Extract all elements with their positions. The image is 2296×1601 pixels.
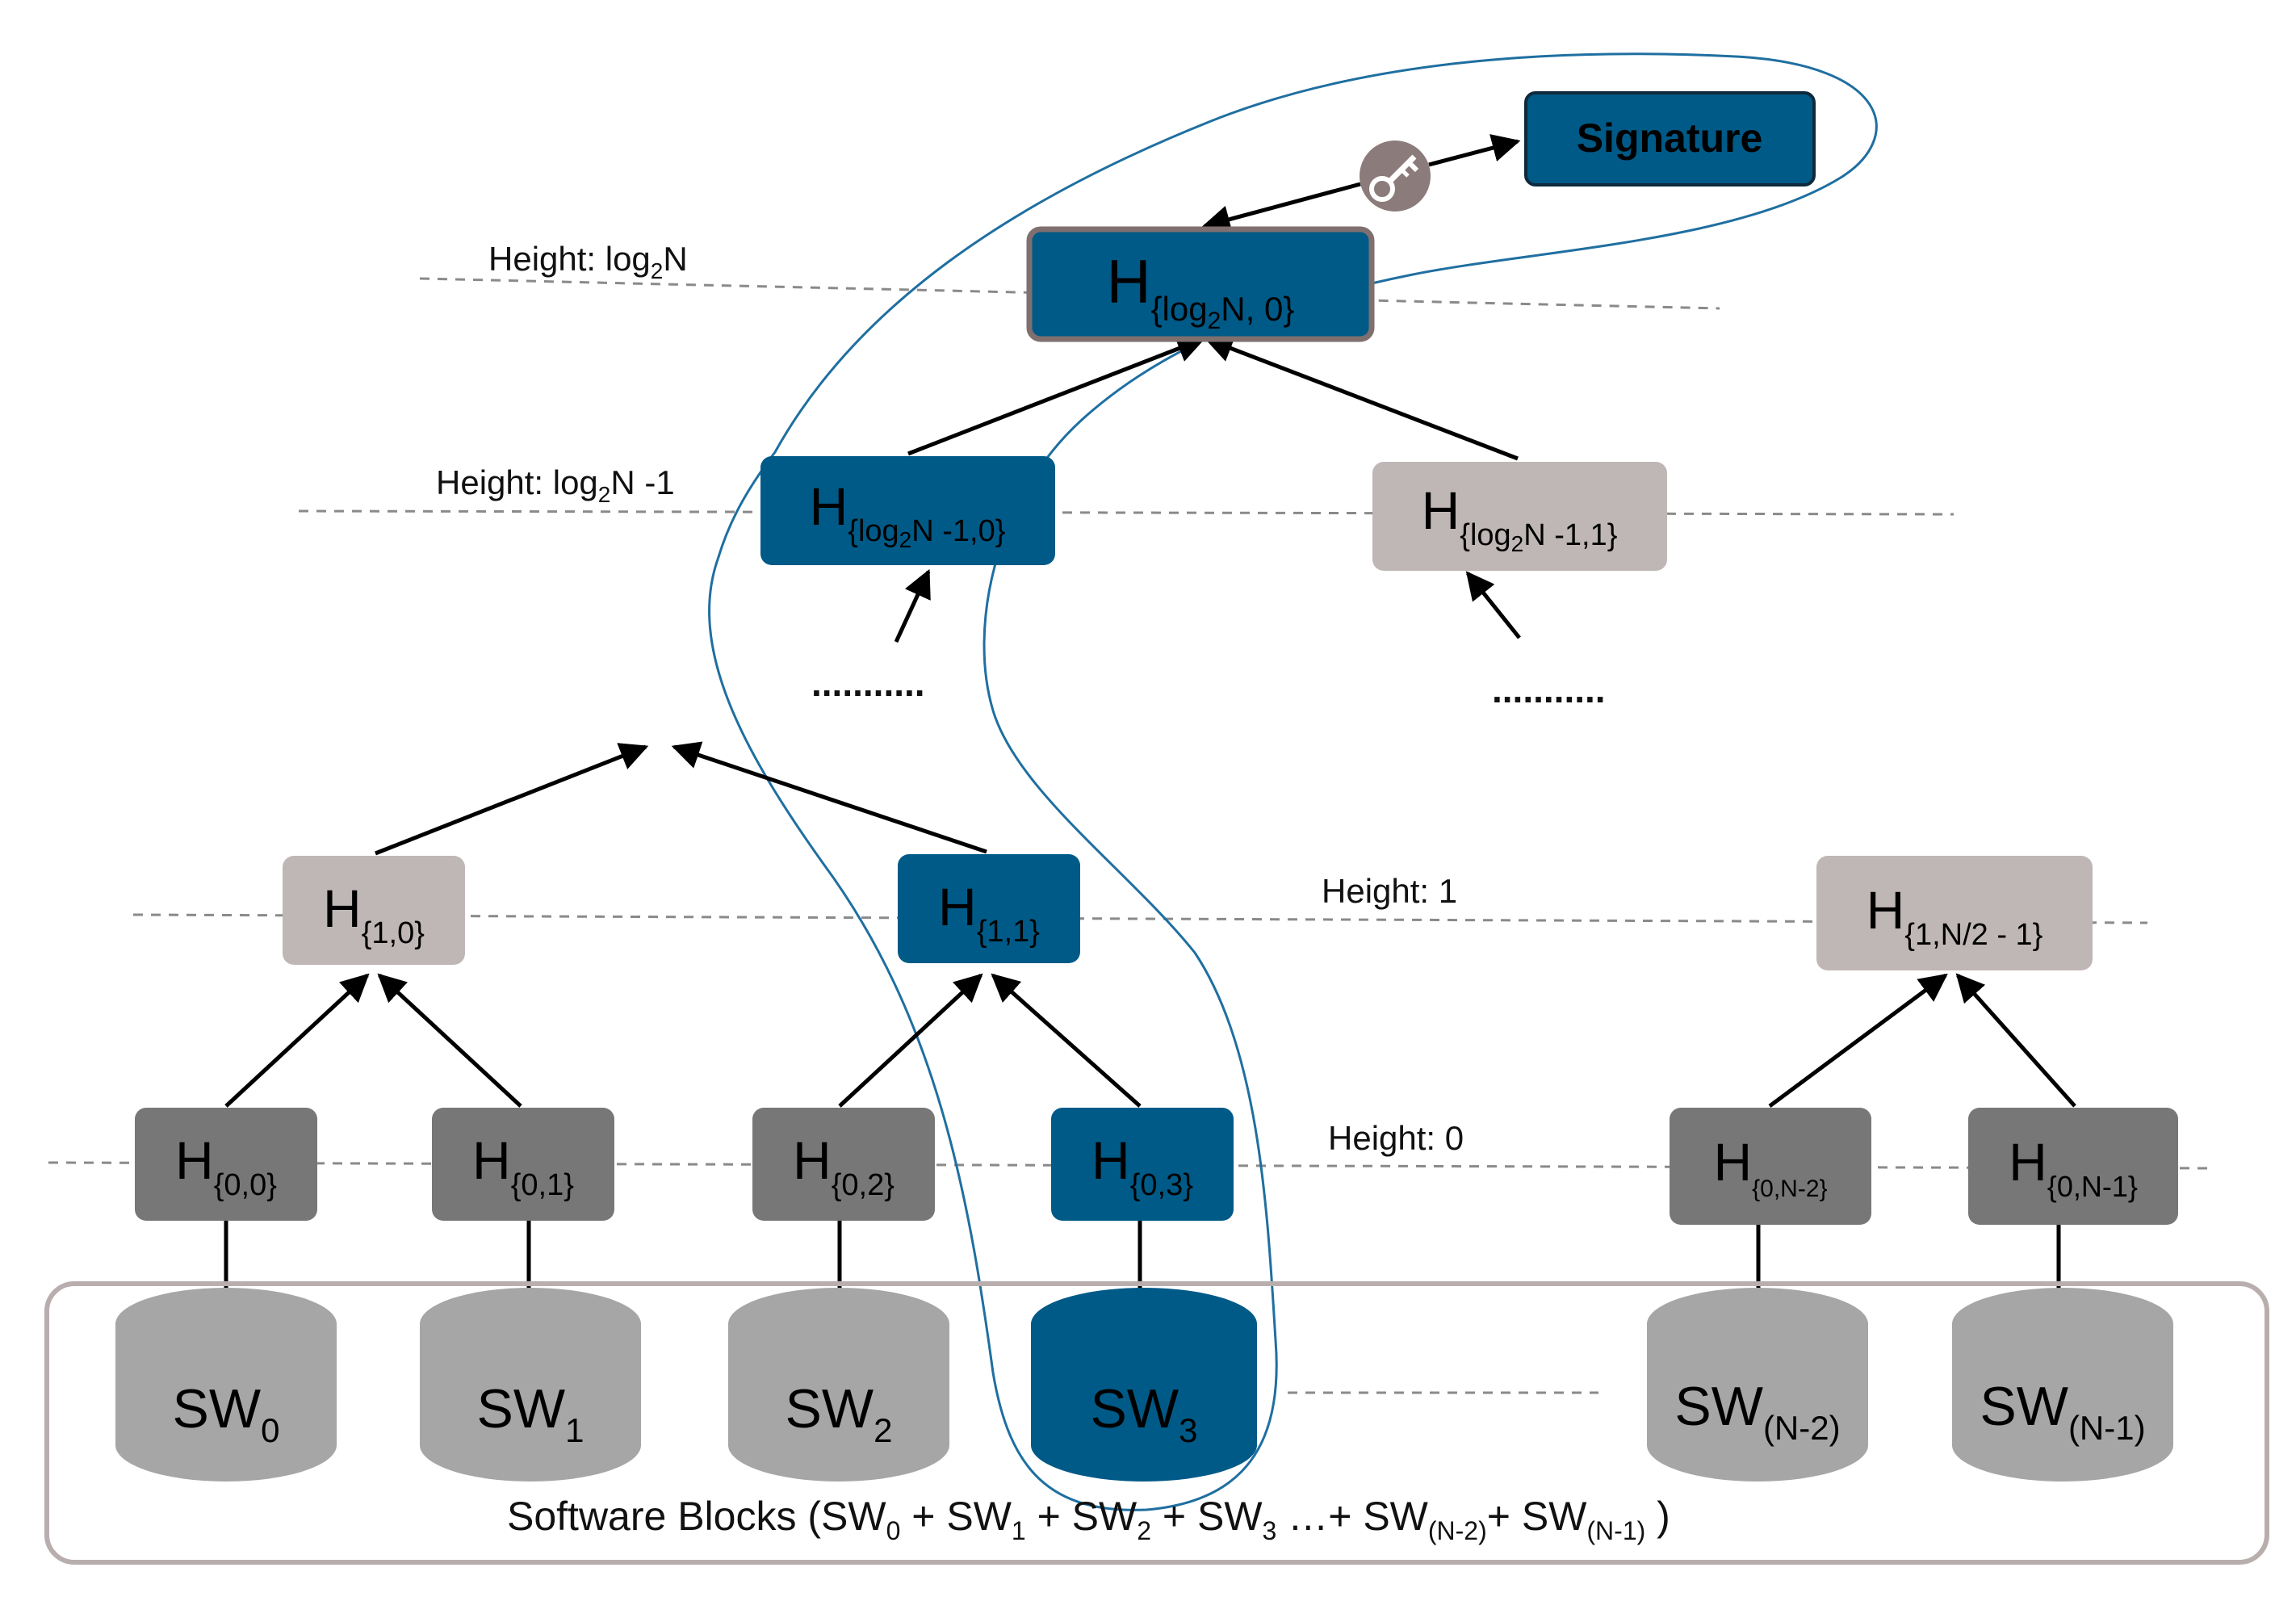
- software-block-swn1: SW(N-1): [1952, 1288, 2173, 1482]
- software-block-sw3: SW3: [1031, 1288, 1257, 1482]
- edge-h0n1-h1last: [1955, 973, 2076, 1108]
- node-l2-right: H{log2N -1,1}: [1372, 462, 1667, 571]
- svg-text:H{log2N -1,0}: H{log2N -1,0}: [810, 476, 1006, 552]
- svg-text:SW3: SW3: [1091, 1378, 1198, 1449]
- software-block-sw0: SW0: [115, 1288, 337, 1482]
- node-h10: H{1,0}: [283, 856, 465, 965]
- dashed-line-height1: [132, 913, 2148, 924]
- svg-text:H{0,2}: H{0,2}: [793, 1130, 895, 1202]
- ellipsis-right: ...........: [1492, 668, 1606, 710]
- height-label-1: Height: 1: [1322, 872, 1457, 910]
- edge-h0n2-h1last: [1768, 973, 1948, 1109]
- svg-text:SW(N-2): SW(N-2): [1674, 1376, 1840, 1447]
- edge-h02-h11: [838, 973, 983, 1108]
- node-h01: H{0,1}: [432, 1108, 614, 1221]
- software-block-swn2: SW(N-2): [1647, 1288, 1868, 1482]
- svg-text:H{0,N-2}: H{0,N-2}: [1713, 1132, 1827, 1202]
- node-h03: H{0,3}: [1051, 1108, 1234, 1221]
- node-root-main: H: [1107, 248, 1151, 316]
- svg-text:H{log2N -1,1}: H{log2N -1,1}: [1422, 480, 1618, 556]
- height-label-second: Height: log2N -1: [436, 463, 675, 507]
- svg-text:SW1: SW1: [477, 1378, 584, 1449]
- tree-edges: [224, 134, 2076, 1301]
- height-lines: [48, 277, 2213, 1394]
- height-label-0: Height: 0: [1328, 1119, 1464, 1157]
- node-h00: H{0,0}: [135, 1108, 317, 1221]
- dashed-line-second: [298, 509, 1955, 516]
- edge-l2right-root: [1204, 334, 1519, 461]
- node-root-sub: {log: [1151, 290, 1208, 328]
- node-h1-last: H{1,N/2 - 1}: [1816, 856, 2093, 970]
- edge-dots-l2right: [1465, 571, 1521, 639]
- software-blocks-container: [44, 1281, 2269, 1565]
- software-blocks-caption: Software Blocks (SW0 + SW1 + SW2 + SW3 ……: [507, 1494, 1670, 1545]
- edge-l2left-root: [907, 335, 1206, 456]
- svg-text:H{log2N, 0}: H{log2N, 0}: [1107, 248, 1295, 334]
- svg-text:H{1,0}: H{1,0}: [323, 878, 425, 950]
- edge-h03-h11: [991, 973, 1142, 1108]
- edge-key-signature: [1428, 134, 1521, 167]
- edge-dots-l2left: [894, 568, 931, 643]
- svg-text:H{0,1}: H{0,1}: [472, 1130, 574, 1202]
- node-l2-left: H{log2N -1,0}: [760, 456, 1055, 565]
- node-root: H{log2N, 0}: [1026, 226, 1375, 342]
- svg-text:SW2: SW2: [786, 1378, 893, 1449]
- key-icon: [1360, 140, 1431, 212]
- svg-text:SW0: SW0: [173, 1378, 280, 1449]
- edge-h01-h10: [377, 973, 522, 1108]
- svg-text:SW(N-1): SW(N-1): [1980, 1376, 2145, 1447]
- ellipsis-left: ...........: [811, 662, 925, 704]
- node-h02: H{0,2}: [752, 1108, 935, 1221]
- signature-box: Signature: [1524, 91, 1816, 187]
- edge-h11-up: [671, 741, 987, 854]
- svg-text:H{0,N-1}: H{0,N-1}: [2009, 1132, 2138, 1203]
- dashed-line-top: [419, 277, 1720, 310]
- svg-text:H{0,3}: H{0,3}: [1091, 1130, 1193, 1202]
- svg-text:H{0,0}: H{0,0}: [175, 1130, 277, 1202]
- node-h11: H{1,1}: [898, 854, 1080, 963]
- edge-h10-up: [375, 743, 649, 856]
- height-label-top: Height: log2N: [488, 240, 688, 283]
- edge-key-root: [1201, 182, 1361, 233]
- authentication-path-outline: [708, 52, 1878, 1511]
- signature-label: Signature: [1577, 115, 1763, 161]
- software-block-sw2: SW2: [728, 1288, 949, 1482]
- software-block-sw1: SW1: [420, 1288, 641, 1482]
- svg-text:H{1,1}: H{1,1}: [938, 877, 1040, 949]
- edge-h00-h10: [224, 973, 370, 1108]
- node-h0-n2: H{0,N-2}: [1670, 1108, 1871, 1225]
- node-h0-n1: H{0,N-1}: [1968, 1108, 2178, 1225]
- svg-text:H{1,N/2 - 1}: H{1,N/2 - 1}: [1867, 880, 2043, 952]
